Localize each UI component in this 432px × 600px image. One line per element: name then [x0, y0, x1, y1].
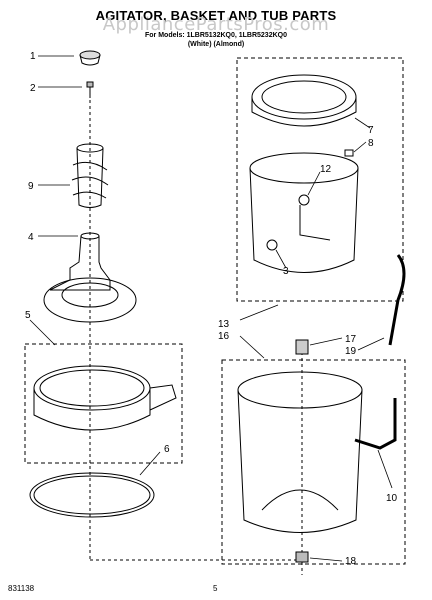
- basket-group-box: [236, 57, 404, 302]
- tub-ring: [33, 365, 177, 431]
- doc-number: 831138: [8, 584, 35, 593]
- watermark: AppliancePartsPros.com: [102, 14, 330, 35]
- callout-10: 10: [386, 493, 398, 504]
- callout-6: 6: [164, 444, 170, 455]
- page-number: 5: [213, 584, 218, 593]
- callout-8: 8: [368, 138, 374, 149]
- drive-block: [295, 339, 309, 355]
- callout-9: 9: [28, 181, 34, 192]
- agitator-bolt: [86, 81, 94, 98]
- tub-group-box: [221, 359, 406, 565]
- balance-ring: [251, 74, 357, 127]
- basket-nut: [295, 551, 309, 563]
- page-title: AGITATOR, BASKET AND TUB PARTS: [95, 8, 337, 23]
- tub-ring-group-box: [24, 343, 183, 464]
- callout-2: 2: [30, 83, 36, 94]
- hose: [388, 254, 406, 346]
- color-line: (White) (Almond): [187, 41, 245, 48]
- callout-4: 4: [28, 232, 34, 243]
- callout-12: 12: [320, 164, 332, 175]
- model-line: For Models: 1LBR5132KQ0, 1LBR5232KQ0: [145, 32, 287, 39]
- callout-1: 1: [30, 51, 36, 62]
- outer-tub: [237, 371, 363, 533]
- agitator-cap: [79, 50, 101, 66]
- tub-ring-seal: [29, 472, 155, 518]
- callout-19: 19: [345, 346, 357, 357]
- spin-basket: [249, 152, 359, 273]
- callout-18: 18: [345, 556, 357, 567]
- agitator-auger: [71, 143, 109, 208]
- agitator-base: [43, 232, 137, 323]
- balance-ring-clip: [344, 149, 354, 157]
- callout-13: 13: [218, 319, 230, 330]
- callout-5: 5: [25, 310, 31, 321]
- tub-drain-hose: [354, 398, 397, 450]
- callout-16: 16: [218, 331, 230, 342]
- callout-17: 17: [345, 334, 357, 345]
- callout-3: 3: [283, 266, 289, 277]
- callout-7: 7: [368, 125, 374, 136]
